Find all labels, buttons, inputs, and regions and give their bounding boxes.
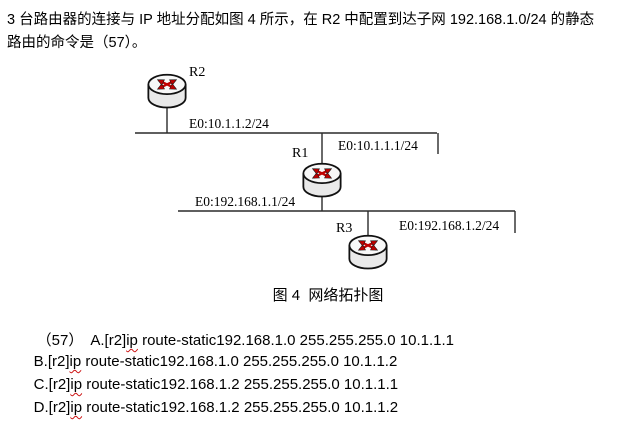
option-a-command: route-static192.168.1.0 255.255.255.0 10… (137, 332, 454, 349)
question-number: （57） (36, 332, 84, 349)
document-page: { "question": { "line1": "3 台路由器的连接与 IP … (7, 9, 595, 416)
router-r2-icon (146, 71, 188, 109)
question-line-1: 3 台路由器的连接与 IP 地址分配如图 4 所示，在 R2 中配置到达子网 1… (7, 12, 595, 28)
option-c-command: route-static192.168.1.2 255.255.255.0 10… (82, 376, 399, 393)
figure-caption: 图 4 网络拓扑图 (272, 287, 384, 304)
option-b-prefix: B.[r2] (33, 353, 70, 370)
option-a-misspelled-word: ip (126, 332, 138, 349)
interface-label-r3-e0: E0:192.168.1.2/24 (399, 218, 500, 233)
option-b-command: route-static192.168.1.0 255.255.255.0 10… (81, 353, 398, 370)
option-c-misspelled-word: ip (70, 376, 83, 393)
interface-label-r1-e0-lower: E0:192.168.1.1/24 (195, 194, 296, 209)
topology-links (135, 107, 516, 236)
interface-label-r1-e0-upper: E0:10.1.1.1/24 (338, 138, 418, 153)
option-a-prefix: A.[r2] (90, 332, 127, 349)
option-c-prefix: C.[r2] (33, 376, 71, 393)
router-r1-icon (301, 160, 343, 198)
option-b: B.[r2]ip route-static192.168.1.0 255.255… (17, 336, 398, 387)
router-r2-label: R2 (189, 65, 206, 80)
question-line-2: 路由的命令是（57）。 (7, 35, 147, 51)
option-a: （57）A.[r2]ip route-static192.168.1.0 255… (20, 312, 454, 367)
question-text: 3 台路由器的连接与 IP 地址分配如图 4 所示，在 R2 中配置到达子网 1… (7, 9, 594, 55)
router-r3-icon (347, 232, 389, 270)
router-r3-label: R3 (336, 221, 353, 236)
option-b-misspelled-word: ip (69, 353, 82, 370)
option-c: C.[r2]ip route-static192.168.1.2 255.255… (17, 359, 398, 410)
option-d: D.[r2]ip route-static192.168.1.2 255.255… (17, 382, 398, 433)
router-r1-label: R1 (292, 146, 309, 161)
interface-label-r2-e0: E0:10.1.1.2/24 (189, 116, 269, 131)
